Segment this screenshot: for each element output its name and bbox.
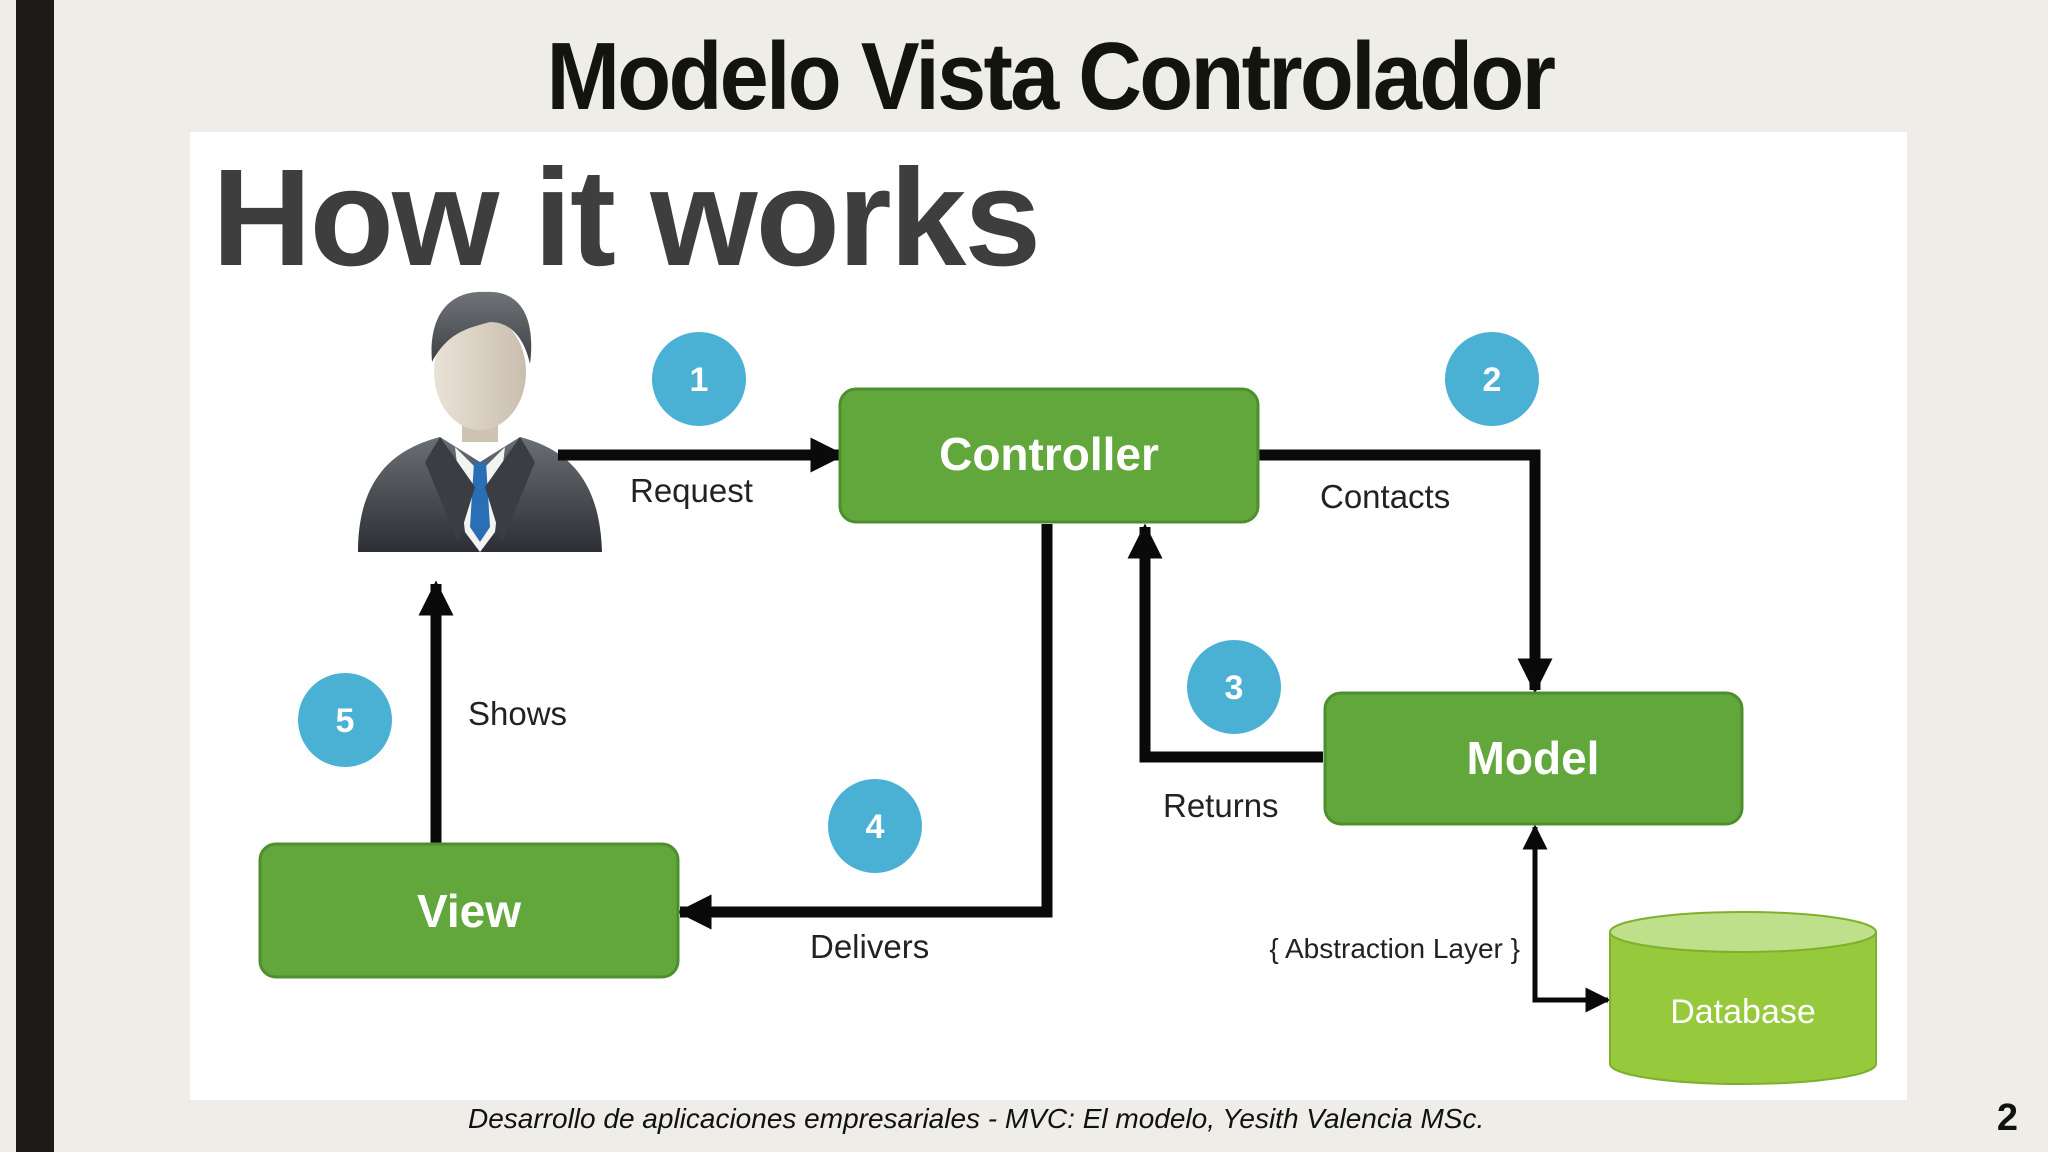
page-number: 2 bbox=[1996, 1097, 2018, 1139]
step-4-number: 4 bbox=[866, 808, 885, 846]
contacts-label: Contacts bbox=[1320, 478, 1450, 515]
view-label: View bbox=[417, 885, 521, 937]
shows-label: Shows bbox=[468, 695, 567, 732]
database-node: Database bbox=[1609, 911, 1877, 1085]
businessman-user-icon bbox=[358, 291, 602, 552]
step-2-badge: 2 bbox=[1445, 332, 1539, 426]
mvc-diagram: How it works bbox=[212, 141, 1877, 1085]
contacts-arrow bbox=[1258, 449, 1553, 694]
step-1-number: 1 bbox=[690, 361, 709, 399]
database-label: Database bbox=[1670, 993, 1816, 1031]
view-node: View bbox=[258, 842, 680, 979]
delivers-label: Delivers bbox=[810, 928, 929, 965]
controller-node: Controller bbox=[838, 387, 1260, 524]
step-3-badge: 3 bbox=[1187, 640, 1281, 734]
abstraction-layer-arrow bbox=[1522, 824, 1611, 1013]
left-accent-bar bbox=[16, 0, 54, 1152]
connection-arrows bbox=[418, 437, 1611, 1013]
controller-label: Controller bbox=[939, 428, 1159, 480]
mvc-diagram-panel: How it works bbox=[190, 132, 1907, 1100]
diagram-heading: How it works bbox=[212, 141, 1039, 295]
step-3-number: 3 bbox=[1225, 669, 1244, 707]
step-4-badge: 4 bbox=[828, 779, 922, 873]
model-node: Model bbox=[1323, 691, 1744, 826]
step-2-number: 2 bbox=[1483, 361, 1502, 399]
abstraction-layer-label: { Abstraction Layer } bbox=[1269, 933, 1520, 964]
slide-footer: Desarrollo de aplicaciones empresariales… bbox=[468, 1103, 1485, 1134]
step-1-badge: 1 bbox=[652, 332, 746, 426]
step-5-badge: 5 bbox=[298, 673, 392, 767]
delivers-arrow bbox=[676, 524, 1053, 930]
returns-arrow bbox=[1127, 523, 1323, 763]
request-label: Request bbox=[630, 472, 753, 509]
model-label: Model bbox=[1467, 732, 1600, 784]
step-5-number: 5 bbox=[336, 702, 355, 740]
returns-label: Returns bbox=[1163, 787, 1279, 824]
slide-title: Modelo Vista Controlador bbox=[546, 23, 1556, 130]
